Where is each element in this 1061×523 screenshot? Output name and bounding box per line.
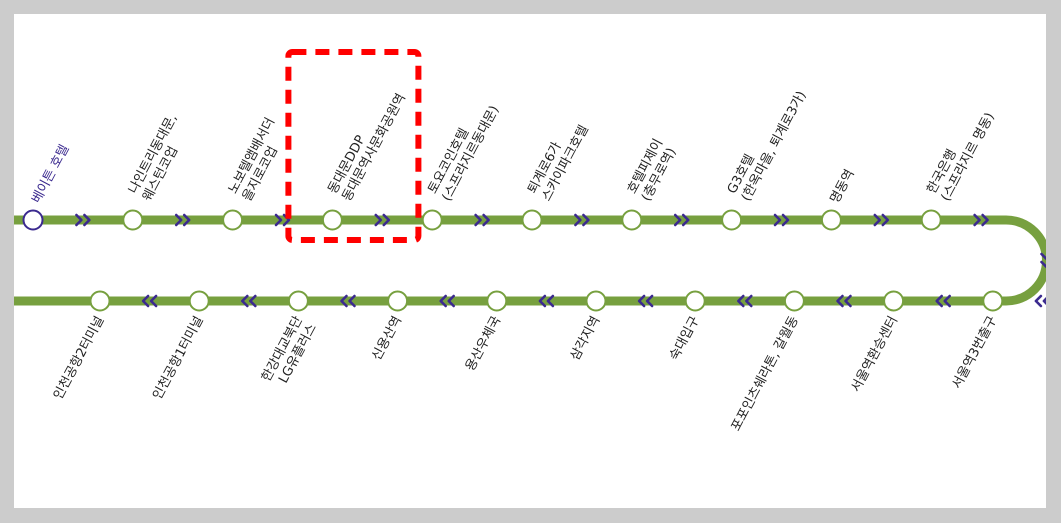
top-stop-marker-6[interactable] — [621, 209, 643, 231]
bottom-stop-marker-7[interactable] — [783, 290, 805, 312]
top-stop-marker-9[interactable] — [920, 209, 942, 231]
bottom-stop-label-1: 인천공항1터미널 — [150, 314, 206, 402]
bottom-direction-arrow-icon-5 — [637, 294, 654, 308]
top-direction-arrow-icon-5 — [574, 213, 590, 227]
bottom-stop-label-6-line-0: 숙대입구 — [667, 314, 703, 363]
top-stop-label-4: 토요코인호텔(스프라지르동대문) — [425, 96, 502, 204]
top-direction-arrow-icon-3 — [374, 213, 391, 227]
top-stop-label-7-line-1: (한옥마을, 퇴계로3가) — [739, 89, 810, 204]
top-direction-arrow-icon-6 — [673, 213, 690, 227]
bottom-direction-arrow-icon-0 — [141, 294, 158, 308]
bottom-stop-label-4-line-0: 용산우체국 — [463, 314, 504, 374]
bottom-direction-arrow-icon-2 — [340, 294, 356, 308]
bottom-direction-arrow-icon-1 — [241, 294, 257, 308]
bottom-direction-arrow-icon-6 — [737, 294, 753, 308]
bottom-direction-arrow-icon-8 — [935, 294, 951, 308]
top-stop-marker-7[interactable] — [721, 209, 743, 231]
bottom-stop-label-5-line-0: 삼각지역 — [568, 314, 604, 363]
bottom-stop-marker-5[interactable] — [585, 290, 607, 312]
top-stop-label-9: 한국은행(스프라지르 명동) — [923, 102, 997, 204]
top-stop-marker-4[interactable] — [421, 209, 443, 231]
bottom-stop-label-0-line-0: 인천공항2터미널 — [51, 314, 107, 402]
bottom-stop-marker-9[interactable] — [982, 290, 1004, 312]
bottom-stop-label-9-line-0: 서울역3번출구 — [950, 314, 1001, 392]
bottom-stop-marker-8[interactable] — [883, 290, 905, 312]
bottom-stop-label-1-line-0: 인천공항1터미널 — [150, 314, 206, 402]
bottom-stop-marker-1[interactable] — [188, 290, 210, 312]
bottom-stop-label-6: 숙대입구 — [667, 314, 703, 363]
top-direction-arrow-icon-9 — [973, 213, 989, 227]
top-direction-arrow-icon-8 — [873, 213, 890, 227]
top-stop-label-2: 노보텔앰배서더을지로코업 — [226, 115, 293, 203]
top-stop-label-3: 동대문DDP동대문역사문화공원역 — [326, 84, 410, 204]
bottom-stop-marker-2[interactable] — [287, 290, 309, 312]
turn-direction-arrow-icon-0 — [1040, 252, 1046, 269]
top-stop-marker-3[interactable] — [321, 209, 343, 231]
bottom-stop-marker-4[interactable] — [486, 290, 508, 312]
bottom-direction-arrow-icon-9 — [1034, 294, 1046, 308]
bottom-stop-label-7-line-0: 포포인츠쉐라톤, 갈월동 — [729, 314, 802, 434]
top-stop-marker-8[interactable] — [820, 209, 842, 231]
bottom-stop-marker-6[interactable] — [684, 290, 706, 312]
route-line — [14, 215, 1046, 306]
top-direction-arrow-icon-1 — [174, 213, 191, 227]
bottom-stop-label-3: 신용산역 — [369, 314, 405, 363]
bottom-stop-label-2: 한강대교북단LG유플러스 — [259, 314, 320, 392]
top-stop-label-0-line-0: 베이튼 호텔 — [29, 142, 72, 205]
bottom-stop-label-5: 삼각지역 — [568, 314, 604, 363]
bottom-stop-label-8-line-0: 서울역환승센터 — [849, 314, 902, 395]
top-stop-marker-1[interactable] — [122, 209, 144, 231]
bottom-stop-label-4: 용산우체국 — [463, 314, 504, 374]
top-stop-label-8: 명동역 — [828, 167, 858, 206]
bottom-stop-marker-0[interactable] — [89, 290, 111, 312]
top-stop-label-8-line-0: 명동역 — [828, 167, 858, 206]
route-map: 베이튼 호텔 나인트리동대문,웨스턴코업 노보텔앰배서더을지로코업 동대문DDP동대문… — [14, 49, 1046, 434]
bottom-direction-arrow-icon-4 — [538, 294, 555, 308]
top-stop-label-1: 나인트리동대문,웨스턴코업 — [126, 112, 195, 204]
top-stop-marker-2[interactable] — [222, 209, 244, 231]
bottom-direction-arrow-icon-3 — [439, 294, 455, 308]
bottom-stop-label-7: 포포인츠쉐라톤, 갈월동 — [729, 314, 802, 434]
bottom-stop-label-9: 서울역3번출구 — [950, 314, 1001, 392]
top-stop-label-6: 호텔피제이(충무로역) — [625, 137, 680, 204]
highlight-box — [285, 49, 422, 243]
bottom-stop-label-8: 서울역환승센터 — [849, 314, 902, 395]
top-stop-label-0: 베이튼 호텔 — [29, 142, 72, 205]
top-stop-label-7: G3호텔(한옥마을, 퇴계로3가) — [725, 81, 810, 204]
current-stop-marker[interactable] — [22, 209, 44, 231]
route-map-panel: 베이튼 호텔 나인트리동대문,웨스턴코업 노보텔앰배서더을지로코업 동대문DDP동대문… — [14, 14, 1046, 508]
bottom-stop-label-0: 인천공항2터미널 — [51, 314, 107, 402]
top-direction-arrow-icon-4 — [474, 213, 490, 227]
bottom-stop-marker-3[interactable] — [387, 290, 409, 312]
top-stop-marker-5[interactable] — [521, 209, 543, 231]
bottom-stop-label-3-line-0: 신용산역 — [369, 314, 405, 363]
top-direction-arrow-icon-0 — [75, 213, 91, 227]
bottom-direction-arrow-icon-7 — [836, 294, 852, 308]
top-direction-arrow-icon-7 — [773, 213, 790, 227]
top-stop-label-5: 퇴계로6가스카이파크호텔 — [525, 115, 592, 203]
